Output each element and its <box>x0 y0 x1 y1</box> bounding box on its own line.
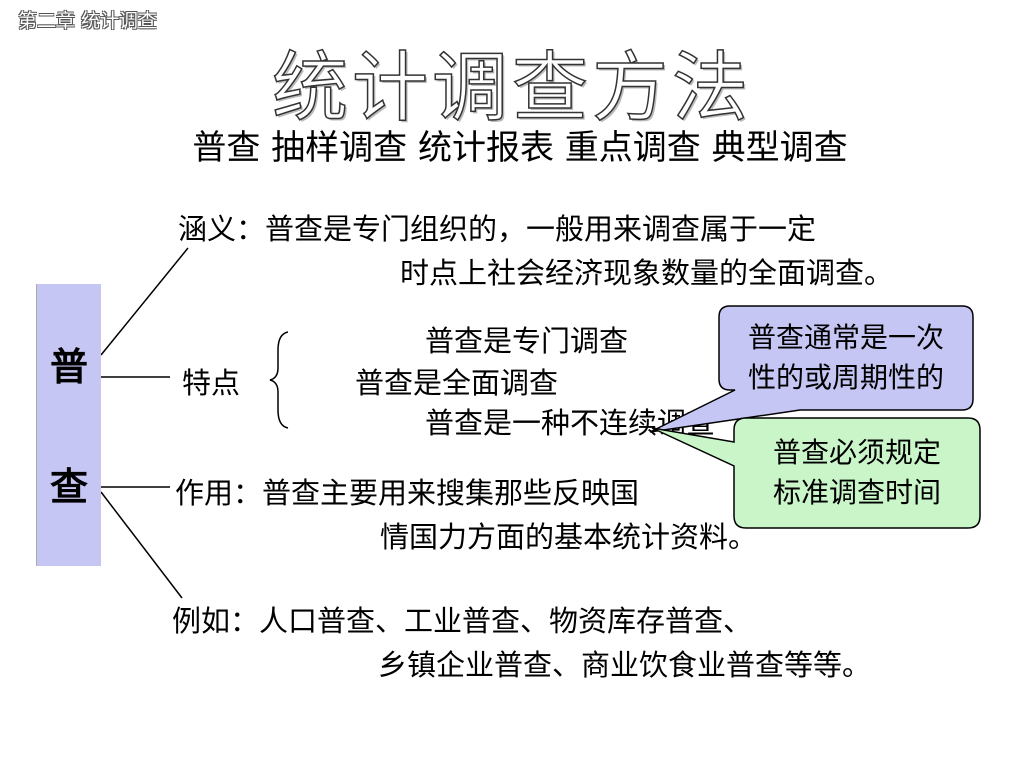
features-brace <box>269 331 289 429</box>
term-char-1: 普 <box>49 344 88 389</box>
feature-item: 普查是全面调查 <box>355 366 559 400</box>
chapter-label: 第二章 统计调查 <box>18 10 158 32</box>
term-box: 普 查 <box>36 284 101 566</box>
callout-periodic-bubble <box>649 305 974 433</box>
term-char-2: 查 <box>49 464 88 509</box>
features-label: 特点 <box>182 366 241 400</box>
feature-item: 普查是专门调查 <box>425 324 629 358</box>
callout-periodic-line-2: 性的或周期性的 <box>747 361 944 394</box>
usage-line-1: 作用：普查主要用来搜集那些反映国 <box>175 476 640 510</box>
meaning-line-1: 涵义：普查是专门组织的，一般用来调查属于一定 <box>178 212 817 246</box>
meaning-line-2: 时点上社会经济现象数量的全面调查。 <box>400 256 894 290</box>
examples-line-2: 乡镇企业普查、商业饮食业普查等等。 <box>378 648 872 682</box>
callout-periodic-line-1: 普查通常是一次 <box>747 321 944 354</box>
line-to-examples <box>100 491 183 599</box>
callout-standard-time-text: 普查必须规定 标准调查时间 <box>734 433 980 513</box>
callout-standard-time-bubble <box>651 417 981 529</box>
page-title: 统计调查方法 <box>271 42 752 133</box>
callout-standard-time-line-2: 标准调查时间 <box>772 476 941 509</box>
line-to-meaning <box>100 247 189 356</box>
usage-line-2: 情国力方面的基本统计资料。 <box>380 520 758 554</box>
examples-line-1: 例如：人口普查、工业普查、物资库存普查、 <box>172 604 753 638</box>
survey-methods-list: 普查 抽样调查 统计报表 重点调查 典型调查 <box>192 128 848 168</box>
callout-standard-time-line-1: 普查必须规定 <box>772 436 941 469</box>
callout-periodic-text: 普查通常是一次 性的或周期性的 <box>719 318 973 398</box>
